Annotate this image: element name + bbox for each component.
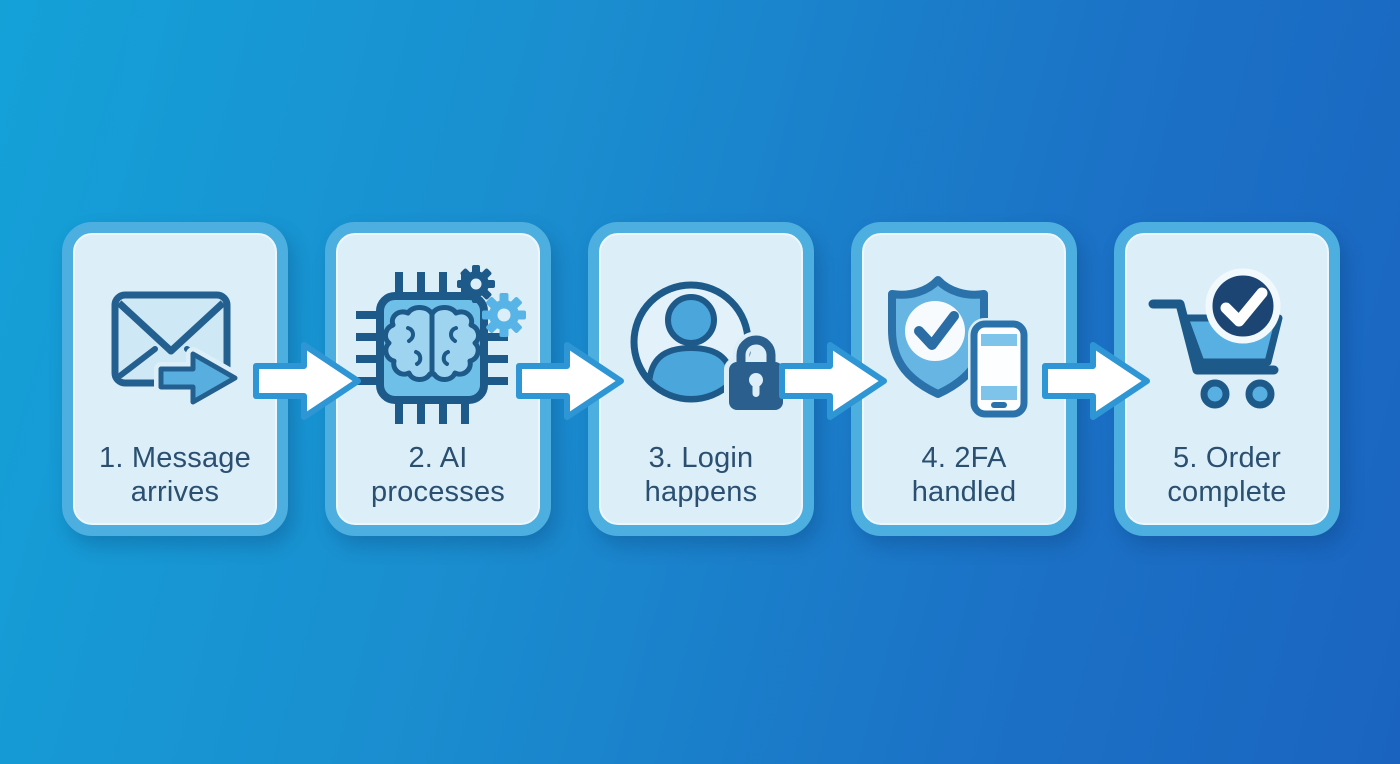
step-card-2fa-handled: 4. 2FA handled	[851, 222, 1077, 536]
flow-arrow-4	[1042, 342, 1150, 420]
gear-dark	[456, 265, 495, 303]
user-lock-icon	[630, 281, 788, 415]
brain-glyph	[382, 305, 481, 382]
shield-phone-icon	[888, 276, 1030, 420]
flow-arrow-1	[253, 342, 361, 420]
step-label: 5. Order complete	[1167, 442, 1287, 508]
padlock-glyph	[724, 331, 788, 415]
cart-check-icon	[1148, 268, 1283, 409]
step-card-order-complete: 5. Order complete	[1114, 222, 1340, 536]
check-badge	[1205, 268, 1281, 344]
ai-chip-icon	[355, 265, 526, 424]
flow-arrow-3	[779, 342, 887, 420]
flow-arrow-2	[516, 342, 624, 420]
gear-light	[481, 293, 526, 337]
step-card-message-arrives: 1. Message arrives	[62, 222, 288, 536]
phone-glyph	[968, 318, 1030, 420]
step-label: 2. AI processes	[371, 442, 505, 508]
envelope-send-icon	[111, 291, 242, 409]
step-label: 1. Message arrives	[99, 442, 251, 508]
step-label: 3. Login happens	[644, 442, 758, 508]
step-label: 4. 2FA handled	[911, 442, 1017, 508]
